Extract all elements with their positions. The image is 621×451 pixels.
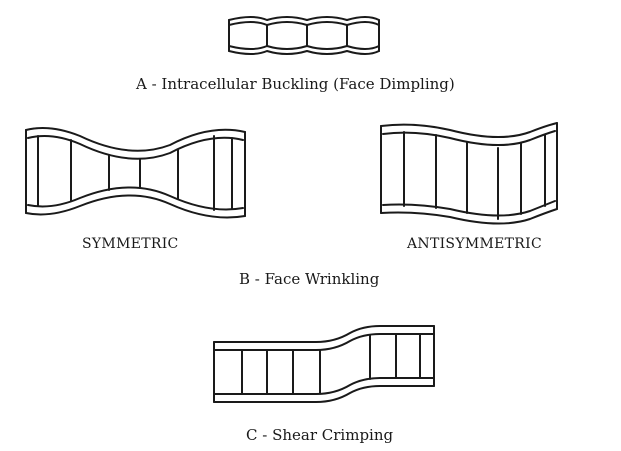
- crimp-top-face-inner: [213, 333, 435, 351]
- anti-top-face-outer: [380, 122, 558, 138]
- a-top-face-outer: [228, 16, 380, 21]
- label-shear-crimping: C - Shear Crimping: [246, 426, 394, 444]
- crimp-bottom-face-outer: [213, 385, 435, 403]
- sym-bottom-face-outer: [25, 194, 246, 219]
- crimp-top-face-outer: [213, 325, 435, 343]
- sym-bottom-face-inner: [27, 186, 244, 211]
- label-face-wrinkling: B - Face Wrinkling: [239, 270, 380, 288]
- label-symmetric: SYMMETRIC: [82, 236, 179, 252]
- anti-bottom-face-outer: [380, 208, 558, 225]
- panel-shear-crimping: [213, 325, 435, 403]
- panel-antisymmetric-wrinkling: [380, 122, 558, 225]
- crimp-bottom-face-inner: [213, 377, 435, 395]
- anti-bottom-face-inner: [382, 200, 556, 217]
- a-bottom-face-inner: [228, 45, 380, 50]
- panel-symmetric-wrinkling: [25, 127, 246, 219]
- sym-top-face-outer: [25, 127, 246, 152]
- anti-top-face-inner: [382, 130, 556, 146]
- label-intracellular-buckling: A - Intracellular Buckling (Face Dimplin…: [136, 75, 455, 93]
- a-bottom-face-outer: [228, 50, 380, 55]
- panel-intracellular-buckling: [228, 16, 380, 55]
- label-antisymmetric: ANTISYMMETRIC: [407, 236, 542, 252]
- a-top-face-inner: [228, 21, 380, 26]
- sym-top-face-inner: [27, 135, 244, 160]
